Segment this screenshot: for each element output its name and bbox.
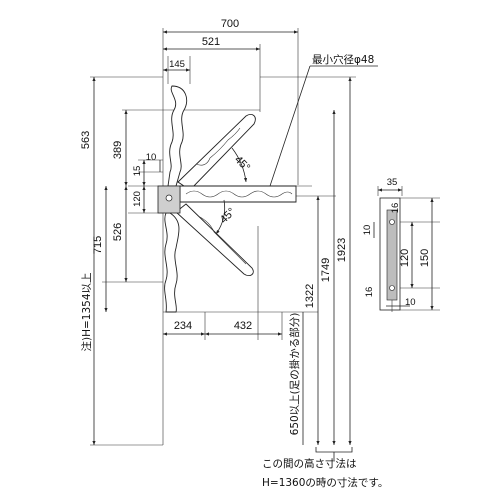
dim-10-left: 10 [146, 152, 161, 172]
detail-10-left-label: 10 [362, 225, 373, 236]
dim-1749: 1749 [320, 110, 336, 445]
dim-234: 234 [163, 320, 205, 336]
plate-detail: 35 16 10 120 150 16 10 [362, 177, 440, 312]
min-hole-leader [269, 65, 311, 187]
dim-389: 389 [112, 110, 128, 186]
footer-line1: この間の高さ寸法は [262, 457, 357, 470]
detail-120-label: 120 [399, 249, 411, 267]
vertical-hook-column [164, 85, 188, 313]
dim-526: 526 [112, 186, 128, 282]
dim-120-label: 120 [132, 191, 143, 207]
note-650: 650以上(足の掛かる部分) [288, 313, 301, 436]
dim-563-label: 563 [80, 131, 92, 149]
angle-lower-label: 45° [218, 206, 238, 226]
dim-1749-label: 1749 [320, 258, 332, 282]
dim-715: 715 [92, 186, 108, 312]
note-height: 注)H=1354以上 [80, 272, 93, 351]
lower-diagonal-arm [175, 203, 254, 277]
angle-arc-lower [215, 199, 226, 235]
dim-526-label: 526 [112, 223, 124, 241]
plate-hole-top-icon [389, 219, 395, 225]
dim-10-left-label: 10 [146, 152, 157, 163]
detail-10-bottom-label: 10 [405, 297, 416, 308]
dim-1322-label: 1322 [304, 284, 316, 308]
bolt-icon [165, 194, 173, 202]
angle-upper-label: 45° [232, 154, 252, 174]
angle-arc-upper [231, 147, 248, 183]
dim-1923-label: 1923 [336, 238, 348, 262]
extension-lines [90, 28, 356, 446]
min-hole-label: 最小穴径φ48 [312, 53, 374, 66]
footer-line2: H=1360の時の寸法です。 [262, 476, 388, 489]
dim-563: 563 [80, 77, 96, 445]
dim-120: 120 [132, 186, 146, 213]
dim-715-label: 715 [92, 236, 104, 254]
detail-150-label: 150 [419, 249, 431, 267]
dim-389-label: 389 [112, 141, 124, 159]
upper-diagonal-arm [177, 113, 256, 191]
dim-700-label: 700 [221, 18, 239, 30]
horizontal-arm [179, 185, 297, 203]
footer-bracket [315, 447, 353, 453]
dim-650: 650以上(足の掛かる部分) [288, 312, 304, 445]
dim-145: 145 [163, 59, 190, 72]
dim-145-label: 145 [169, 59, 185, 70]
dim-1322: 1322 [304, 196, 320, 445]
dim-234-label: 234 [174, 320, 192, 332]
dim-15: 15 [132, 160, 146, 186]
detail-16-top-label: 16 [390, 203, 401, 214]
detail-16-bottom-label: 16 [364, 287, 375, 298]
dim-521-label: 521 [202, 36, 220, 48]
dim-521: 521 [163, 36, 260, 51]
dim-700: 700 [163, 18, 298, 34]
detail-35-label: 35 [387, 177, 398, 188]
plate-hole-bottom-icon [389, 285, 395, 291]
dim-15-label: 15 [132, 166, 143, 177]
dim-1923: 1923 [336, 77, 352, 445]
dim-432-label: 432 [234, 320, 252, 332]
dim-432: 432 [205, 320, 282, 336]
